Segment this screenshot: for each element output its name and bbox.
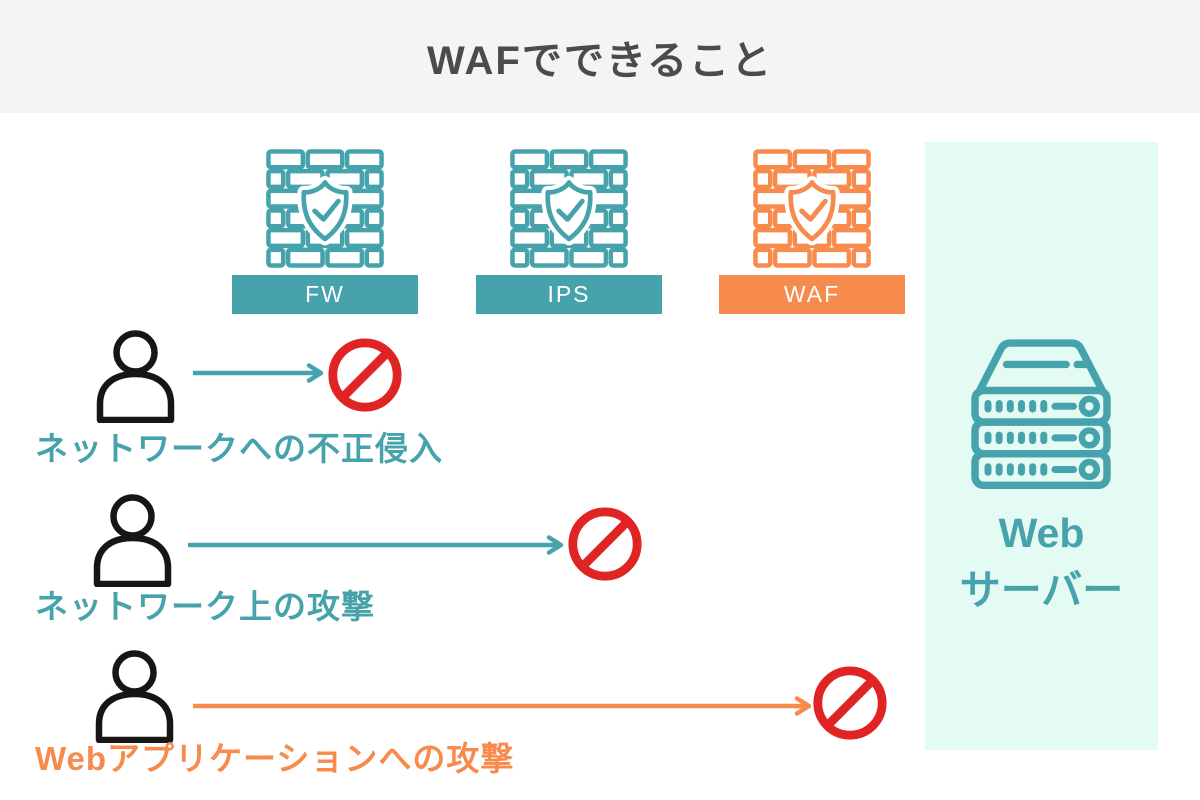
server-rack-icon: [971, 339, 1111, 489]
ips-label-bar: IPS: [476, 275, 662, 314]
header-band: WAFでできること: [0, 0, 1200, 113]
ips-brick-shield-icon: [510, 149, 628, 268]
blocked-sign-icon: [568, 507, 642, 581]
defense-column-waf: WAF: [719, 147, 905, 314]
fw-label-bar: FW: [232, 275, 418, 314]
firewall-brick-shield-icon: [266, 149, 384, 268]
page-title: WAFでできること: [426, 38, 774, 83]
waf-label-bar: WAF: [719, 275, 905, 314]
web-server-label-line1: Web: [998, 510, 1085, 556]
web-server-label: Web サーバー: [925, 505, 1158, 619]
defense-column-ips: IPS: [476, 147, 662, 314]
waf-brick-shield-icon: [753, 149, 871, 268]
defense-column-fw: FW: [232, 147, 418, 314]
attack-arrow-3: [193, 696, 812, 716]
web-server-panel: Web サーバー: [925, 142, 1158, 750]
attack-arrow-2: [188, 535, 564, 555]
blocked-sign-icon: [328, 338, 402, 412]
blocked-sign-icon: [813, 666, 887, 740]
web-server-label-line2: サーバー: [959, 567, 1124, 613]
attack-arrow-1: [193, 363, 324, 383]
attacker-icon: [96, 330, 175, 423]
attack-label-webapp-attack: Webアプリケーションへの攻撃: [35, 740, 515, 777]
attack-label-network-intrusion: ネットワークへの不正侵入: [35, 430, 443, 467]
attacker-icon: [93, 494, 172, 587]
attack-label-network-attack: ネットワーク上の攻撃: [35, 588, 375, 625]
attacker-icon: [95, 650, 174, 743]
